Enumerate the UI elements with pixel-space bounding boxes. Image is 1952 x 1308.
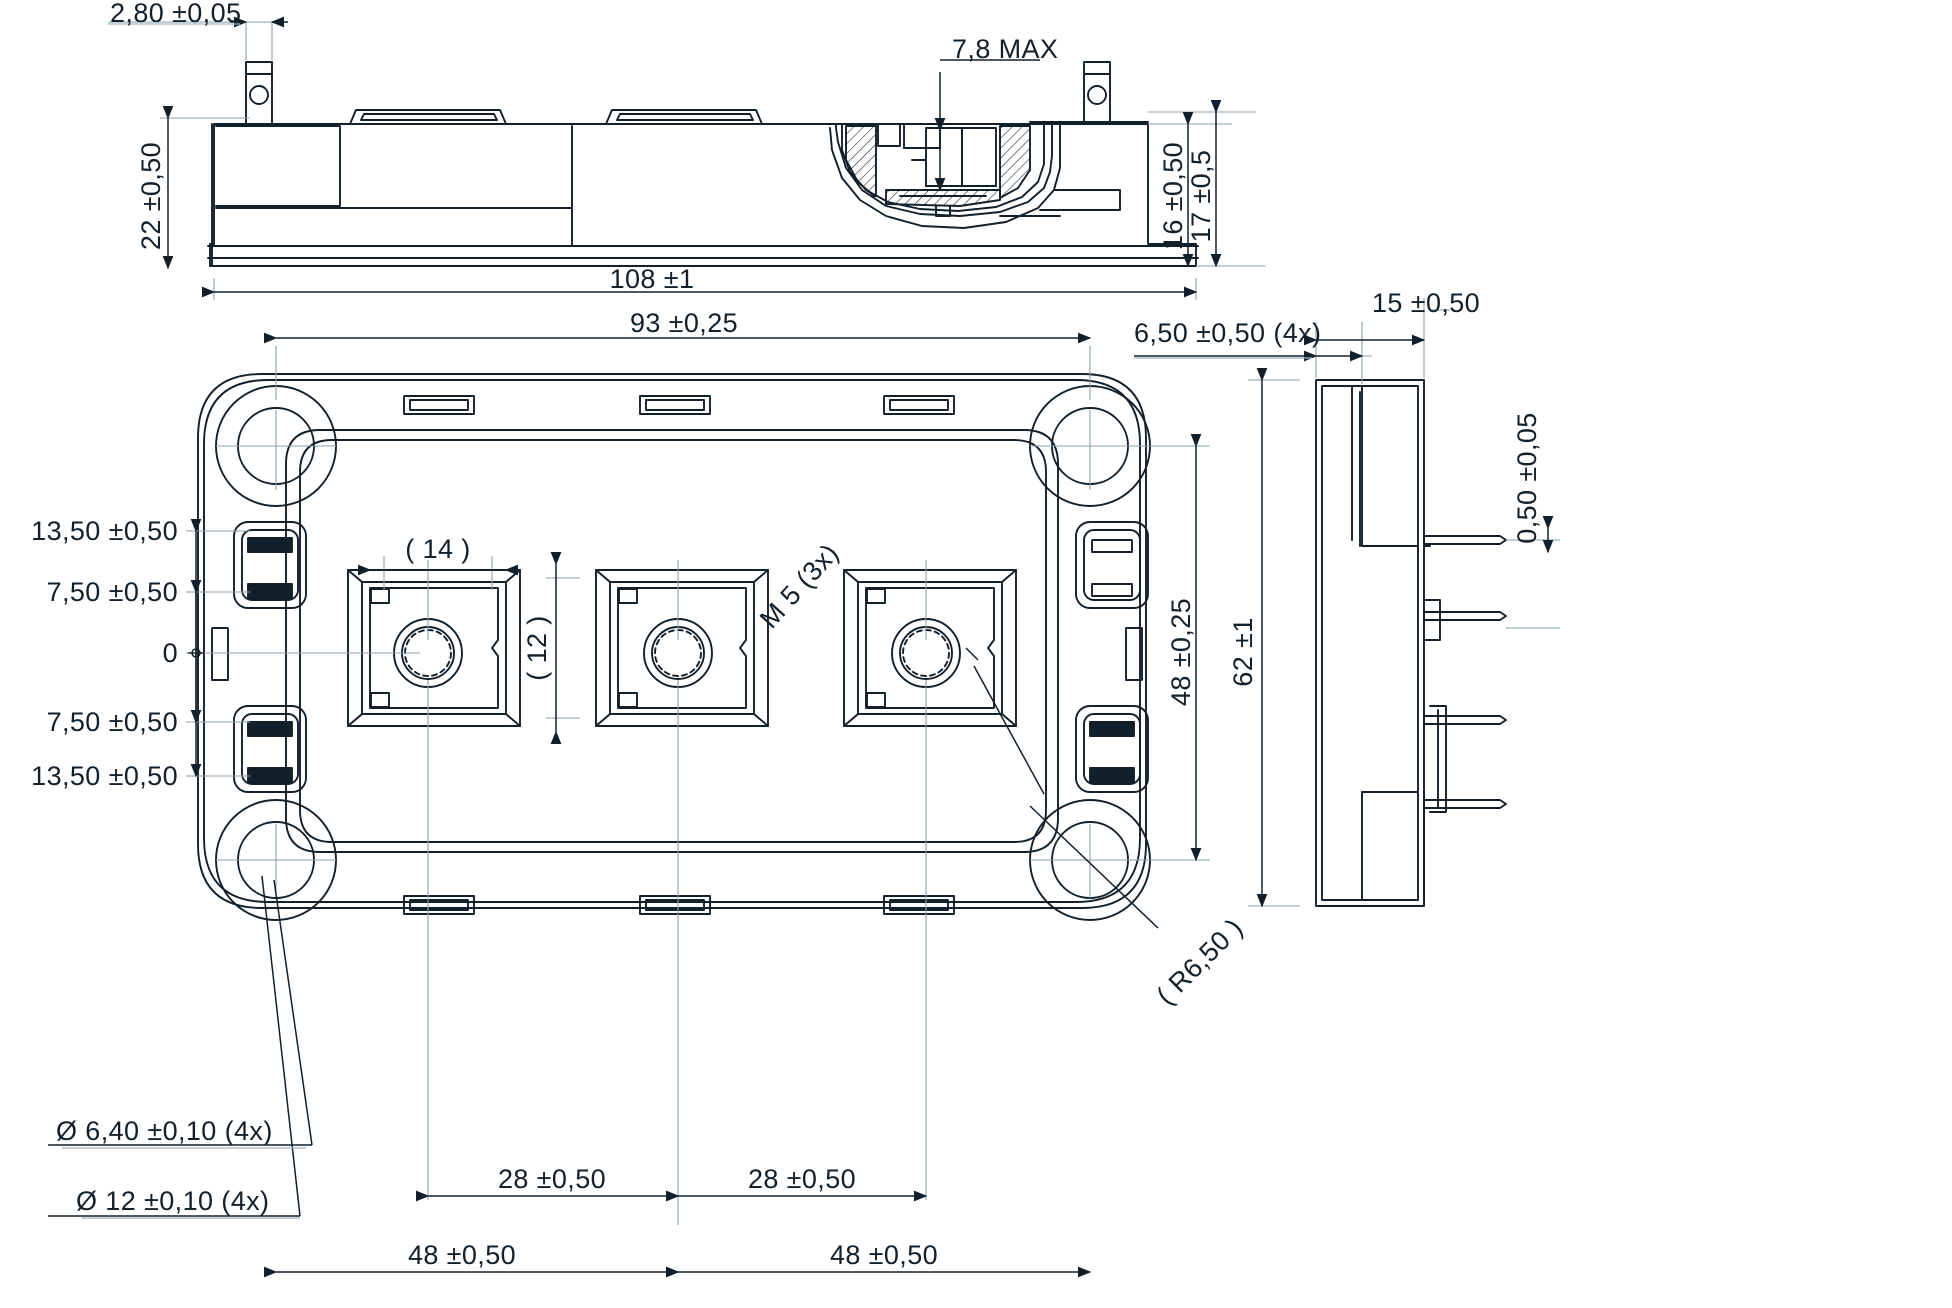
screw-terminal-section (829, 123, 1121, 229)
dim-mounting-hole-span: 93 ±0,25 (630, 308, 738, 338)
right-side-elevation (1315, 379, 1507, 907)
dim-terminal-pad-width: ( 14 ) (405, 534, 470, 564)
dim-overall-length: 108 ±1 (610, 264, 695, 294)
dim-terminal-thickness: 2,80 ±0,05 (110, 0, 241, 28)
dim-pin-row-inner-lower: 7,50 ±0,50 (47, 707, 178, 737)
dim-flange-width: 15 ±0,50 (1372, 288, 1480, 318)
dim-pitch-outer-left: 48 ±0,50 (408, 1240, 516, 1270)
dim-pin-row-outer-lower: 13,50 ±0,50 (31, 761, 178, 791)
screw-terminal-pads (347, 569, 1017, 727)
side-elevation-view (207, 61, 1199, 267)
dim-overall-width: 62 ±1 (1228, 617, 1258, 686)
edge-clips (403, 395, 955, 915)
dim-pin-row-inner-upper: 7,50 ±0,50 (47, 577, 178, 607)
dim-height-across: 48 ±0,25 (1166, 598, 1196, 706)
dim-corner-radius: ( R6,50 ) (1151, 913, 1249, 1011)
top-view (197, 373, 1151, 921)
dim-pin-row-outer-upper: 13,50 ±0,50 (31, 516, 178, 546)
dim-pin-thickness: 0,50 ±0,05 (1512, 412, 1542, 543)
dim-overall-height: 22 ±0,50 (136, 142, 166, 250)
dim-hole-dia-small: Ø 6,40 ±0,10 (4x) (56, 1116, 273, 1146)
dim-body-height-alt: 17 ±0,5 (1186, 150, 1216, 243)
dim-hole-dia-large: Ø 12 ±0,10 (4x) (76, 1186, 269, 1216)
dim-pitch-center-right: 28 ±0,50 (748, 1164, 856, 1194)
dim-datum-zero: 0 (163, 638, 178, 668)
dim-pin-offset-4x: 6,50 ±0,50 (4x) (1134, 318, 1321, 348)
aux-pin-blocks-left (211, 521, 307, 793)
dim-terminal-pad-height: ( 12 ) (522, 615, 552, 680)
dim-terminal-hole-depth: 7,8 MAX (952, 34, 1058, 64)
dim-pitch-outer-right: 48 ±0,50 (830, 1240, 938, 1270)
dim-body-height: 16 ±0,50 (1158, 142, 1188, 250)
dim-pitch-center-left: 28 ±0,50 (498, 1164, 606, 1194)
aux-pin-blocks-right (1075, 521, 1149, 793)
